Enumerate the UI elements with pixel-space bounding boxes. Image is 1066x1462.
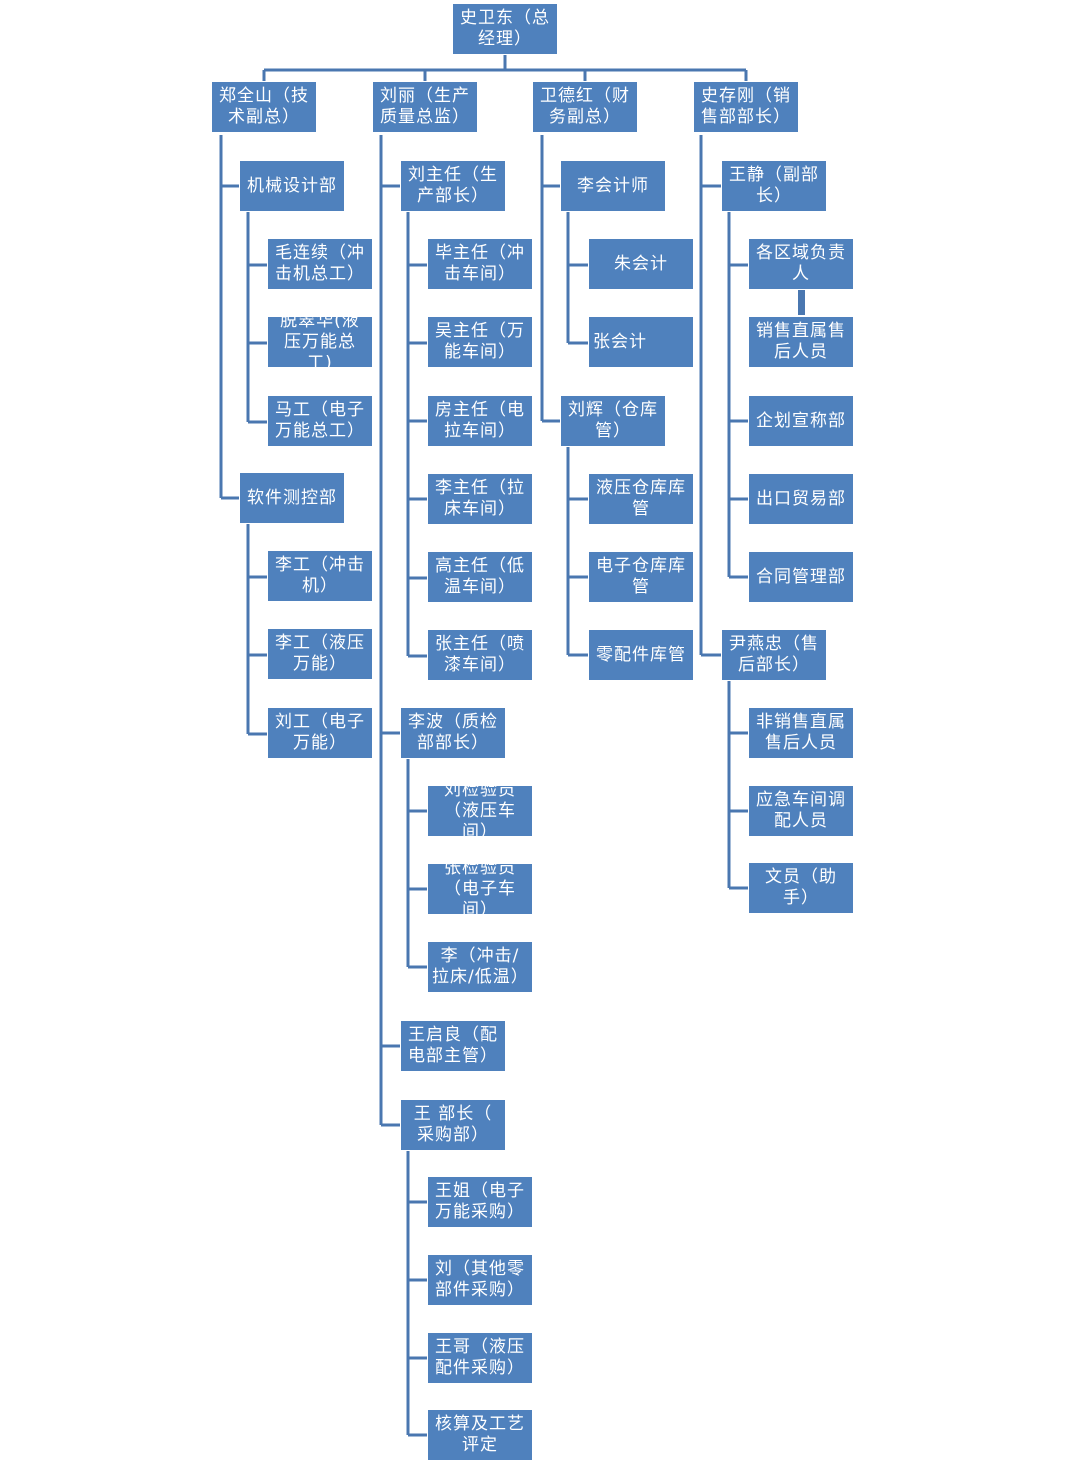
staff-node: 应急车间调配人员 <box>748 785 854 837</box>
staff-node: 王哥（液压配件采购） <box>427 1332 533 1384</box>
dept-quality-inspection: 李波（质检部部长） <box>400 707 506 759</box>
staff-node: 零配件库管 <box>588 629 694 681</box>
dept-power-distribution: 王启良（配电部主管） <box>400 1020 506 1072</box>
staff-node: 李（冲击/拉床/低温） <box>427 941 533 993</box>
root-node: 史卫东（总经理） <box>452 3 558 55</box>
staff-node: 核算及工艺评定 <box>427 1409 533 1461</box>
staff-node: 刘工（电子万能） <box>267 707 373 759</box>
dept-after-sales: 尹燕忠（售后部长） <box>721 629 827 681</box>
staff-node: 朱会计 <box>588 238 694 290</box>
staff-node: 各区域负责人 <box>748 238 854 290</box>
staff-node: 李工（液压万能） <box>267 628 373 680</box>
staff-node: 刘（其他零部件采购） <box>427 1254 533 1306</box>
staff-node: 销售直属售后人员 <box>748 316 854 368</box>
dept-software-control: 软件测控部 <box>239 472 345 524</box>
dept-mechanical-design: 机械设计部 <box>239 160 345 212</box>
dept-warehouse: 刘辉（仓库管） <box>560 395 666 447</box>
dept-sales-deputy: 王静（副部长） <box>721 160 827 212</box>
staff-node: 毕主任（冲击车间） <box>427 238 533 290</box>
staff-node: 电子仓库库管 <box>588 551 694 603</box>
branch-finance-vp: 卫德红（财务副总） <box>532 81 638 133</box>
staff-node: 张检验员（电子车间） <box>427 858 533 920</box>
staff-node: 吴主任（万能车间） <box>427 316 533 368</box>
staff-node: 张主任（喷漆车间） <box>427 629 533 681</box>
dept-production: 刘主任（生产部长） <box>400 160 506 212</box>
staff-node: 毛连续（冲击机总工） <box>267 238 373 290</box>
staff-node: 马工（电子万能总工） <box>267 395 373 447</box>
staff-node: 文员（助手） <box>748 862 854 914</box>
staff-node: 李工（冲击机） <box>267 550 373 602</box>
staff-node: 刘检验员（液压车间） <box>427 780 533 842</box>
branch-tech-vp: 郑全山（技术副总） <box>211 81 317 133</box>
staff-node: 合同管理部 <box>748 551 854 603</box>
staff-node: 高主任（低温车间） <box>427 551 533 603</box>
staff-node: 非销售直属售后人员 <box>748 707 854 759</box>
dept-accounting: 李会计师 <box>560 160 666 212</box>
dept-procurement: 王 部长（ 采购部） <box>400 1099 506 1151</box>
staff-node: 液压仓库库管 <box>588 473 694 525</box>
staff-node: 房主任（电拉车间） <box>427 395 533 447</box>
staff-node: 企划宣称部 <box>748 395 854 447</box>
staff-node: 脱翠华(液压万能总工) <box>267 311 373 373</box>
staff-node: 王姐（电子万能采购） <box>427 1176 533 1228</box>
staff-node: 张会计 <box>588 316 694 368</box>
branch-production-director: 刘丽（生产质量总监） <box>372 81 478 133</box>
branch-sales-head: 史存刚（销售部部长） <box>693 81 799 133</box>
staff-node: 出口贸易部 <box>748 473 854 525</box>
staff-node: 李主任（拉床车间） <box>427 473 533 525</box>
